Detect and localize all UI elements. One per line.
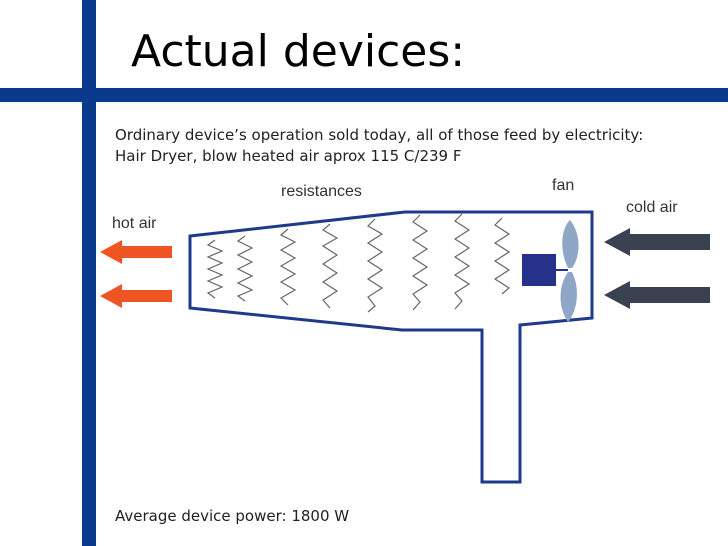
resistance-coil: [493, 217, 511, 295]
resistance-coil: [453, 213, 471, 310]
intro-text: Ordinary device’s operation sold today, …: [115, 125, 643, 167]
intro-line-1: Ordinary device’s operation sold today, …: [115, 126, 644, 144]
resistance-coils: [206, 213, 511, 313]
fan-blade-top: [562, 220, 579, 268]
resistance-coil: [411, 214, 429, 311]
fan-motor: [522, 254, 556, 286]
hair-dryer-diagram: resistances fan hot air cold air: [100, 177, 710, 484]
fan-blade-bottom: [560, 272, 577, 322]
resistance-coil: [206, 239, 224, 299]
hot-air-arrows: [100, 240, 172, 308]
hot-air-arrow-bottom: [100, 284, 172, 308]
resistances-label: resistances: [281, 183, 362, 200]
horizontal-accent-bar: [0, 88, 728, 102]
resistance-coil: [236, 235, 254, 302]
resistance-coil: [321, 223, 339, 309]
cold-air-label: cold air: [626, 199, 678, 216]
dryer-body-outline: [188, 210, 594, 484]
resistance-coil: [366, 218, 384, 313]
cold-air-arrow-top: [604, 228, 710, 256]
slide-title: Actual devices:: [131, 26, 466, 77]
vertical-accent-bar: [82, 0, 96, 546]
fan-label: fan: [552, 177, 574, 194]
resistance-coil: [279, 228, 297, 306]
cold-air-arrow-bottom: [604, 281, 710, 309]
average-power-text: Average device power: 1800 W: [115, 507, 350, 525]
hot-air-arrow-top: [100, 240, 172, 264]
hot-air-label: hot air: [112, 215, 157, 232]
intro-line-2: Hair Dryer, blow heated air aprox 115 C/…: [115, 147, 462, 165]
cold-air-arrows: [604, 228, 710, 309]
